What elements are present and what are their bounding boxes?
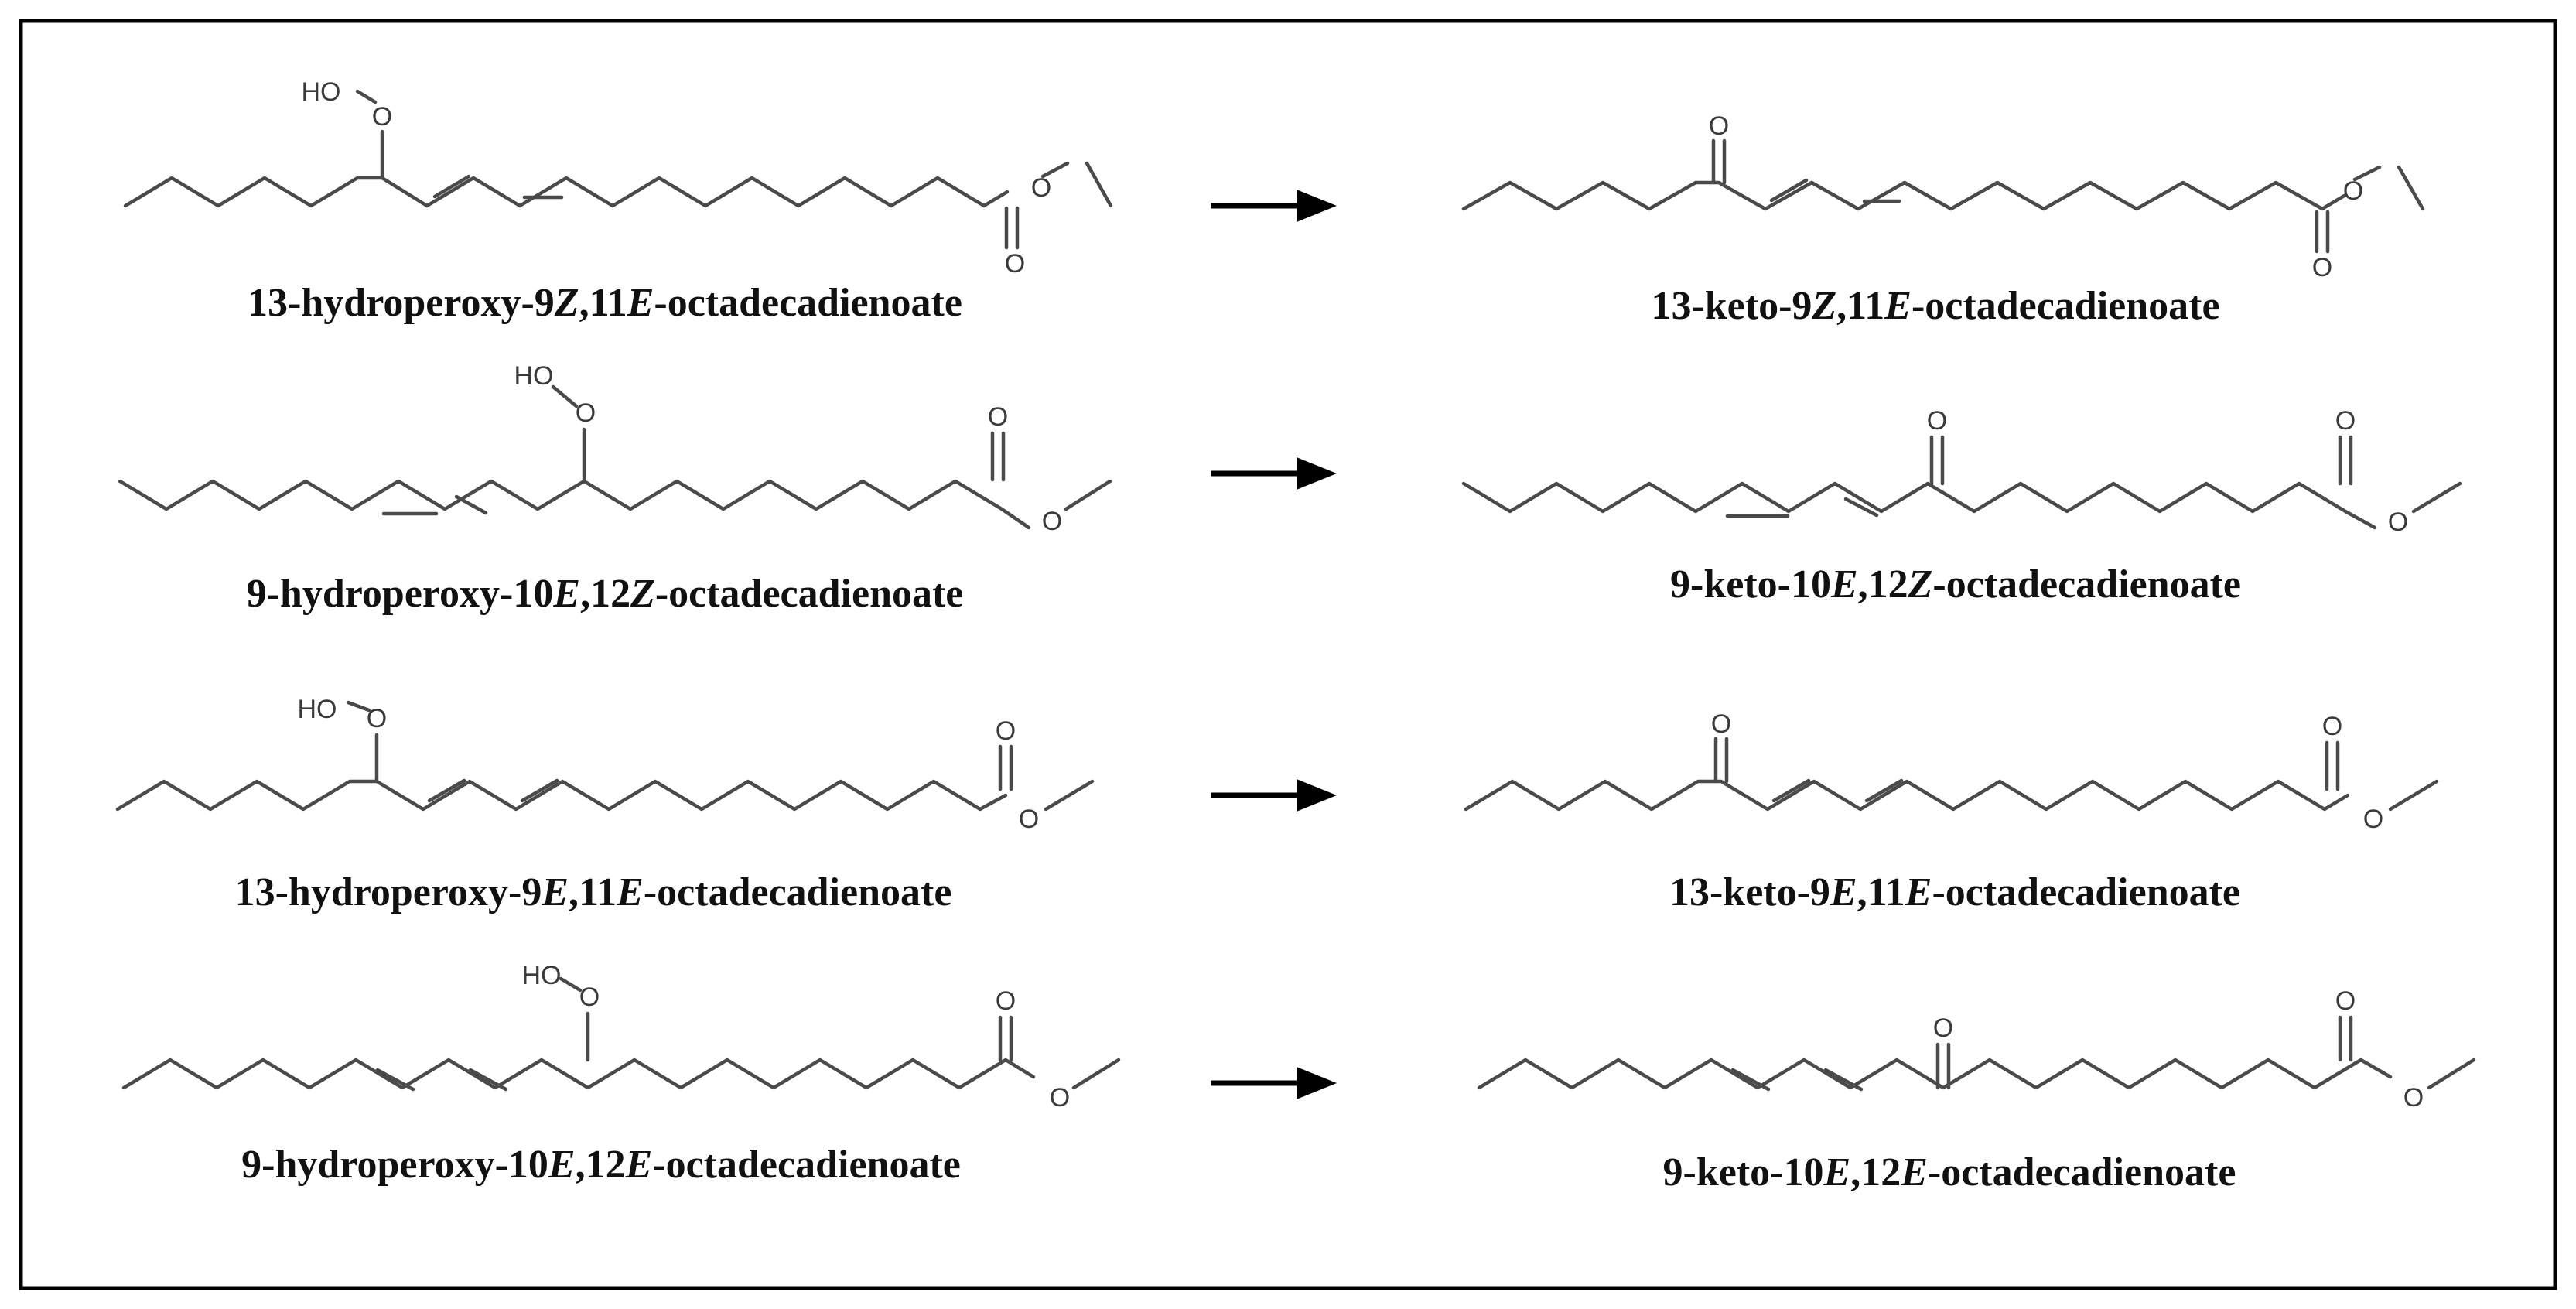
carbonyl-oxygen-label: O [996, 716, 1016, 746]
ester-oxygen-label: O [2363, 805, 2383, 834]
product-name-4: 9-keto-10E,12E-octadecadienoate [1663, 1150, 2236, 1195]
reactant-name-3: 13-hydroperoxy-9E,11E-octadecadienoate [235, 870, 952, 914]
reactant-name-4: 9-hydroperoxy-10E,12E-octadecadienoate [241, 1143, 961, 1187]
reactant-name-2: 9-hydroperoxy-10E,12Z-octadecadienoate [247, 572, 964, 616]
reactant-structure-2: O O O HO [118, 361, 1112, 536]
hydroxyl-label: HO [514, 361, 554, 391]
ketone-oxygen-label: O [1709, 111, 1729, 141]
product-structure-3: O O O [1464, 709, 2439, 834]
hydroxyl-label: HO [302, 77, 341, 107]
reaction-arrow-3 [1211, 779, 1337, 812]
hydroperoxy-oxygen-label: O [579, 983, 600, 1012]
hydroxyl-label: HO [298, 695, 337, 724]
product-name-3: 13-keto-9E,11E-octadecadienoate [1669, 870, 2240, 914]
ester-oxygen-label: O [2388, 508, 2408, 537]
carbonyl-oxygen-label: O [1005, 249, 1025, 279]
carbonyl-oxygen-label: O [2322, 712, 2342, 741]
hydroperoxy-oxygen-label: O [576, 398, 596, 428]
carbonyl-oxygen-label: O [2312, 253, 2332, 282]
hydroperoxy-oxygen-label: O [372, 102, 392, 132]
ketone-oxygen-label: O [1927, 406, 1947, 436]
product-name-2: 9-keto-10E,12Z-octadecadienoate [1670, 562, 2241, 607]
hydroxyl-label: HO [522, 961, 562, 990]
ester-oxygen-label: O [2403, 1083, 2424, 1112]
product-structure-2: O O O [1461, 406, 2462, 537]
carbonyl-oxygen-label: O [988, 402, 1008, 432]
figure-frame [19, 19, 2557, 1290]
ester-oxygen-label: O [2343, 176, 2363, 206]
reactant-name-1: 13-hydroperoxy-9Z,11E-octadecadienoate [248, 281, 962, 325]
product-name-1: 13-keto-9Z,11E-octadecadienoate [1651, 284, 2219, 328]
reactant-structure-4: O O O HO [121, 961, 1121, 1112]
carbonyl-oxygen-label: O [2335, 986, 2356, 1016]
ester-oxygen-label: O [1031, 173, 1051, 203]
carbonyl-oxygen-label: O [2335, 406, 2356, 436]
ester-oxygen-label: O [1050, 1083, 1070, 1112]
reactant-structure-3: O O O HO [115, 695, 1095, 834]
product-structure-1: O O O [1461, 111, 2425, 282]
reaction-arrow-4 [1211, 1067, 1337, 1099]
reaction-arrow-1 [1211, 190, 1337, 222]
reactant-structure-1: O O O HO [123, 77, 1113, 279]
carbonyl-oxygen-label: O [996, 986, 1016, 1016]
ester-oxygen-label: O [1019, 805, 1039, 834]
product-structure-4: O O O [1477, 986, 2476, 1112]
reaction-arrow-2 [1211, 457, 1337, 490]
ester-oxygen-label: O [1042, 507, 1062, 536]
ketone-oxygen-label: O [1933, 1013, 1953, 1043]
ketone-oxygen-label: O [1711, 709, 1731, 739]
hydroperoxy-oxygen-label: O [367, 704, 387, 733]
